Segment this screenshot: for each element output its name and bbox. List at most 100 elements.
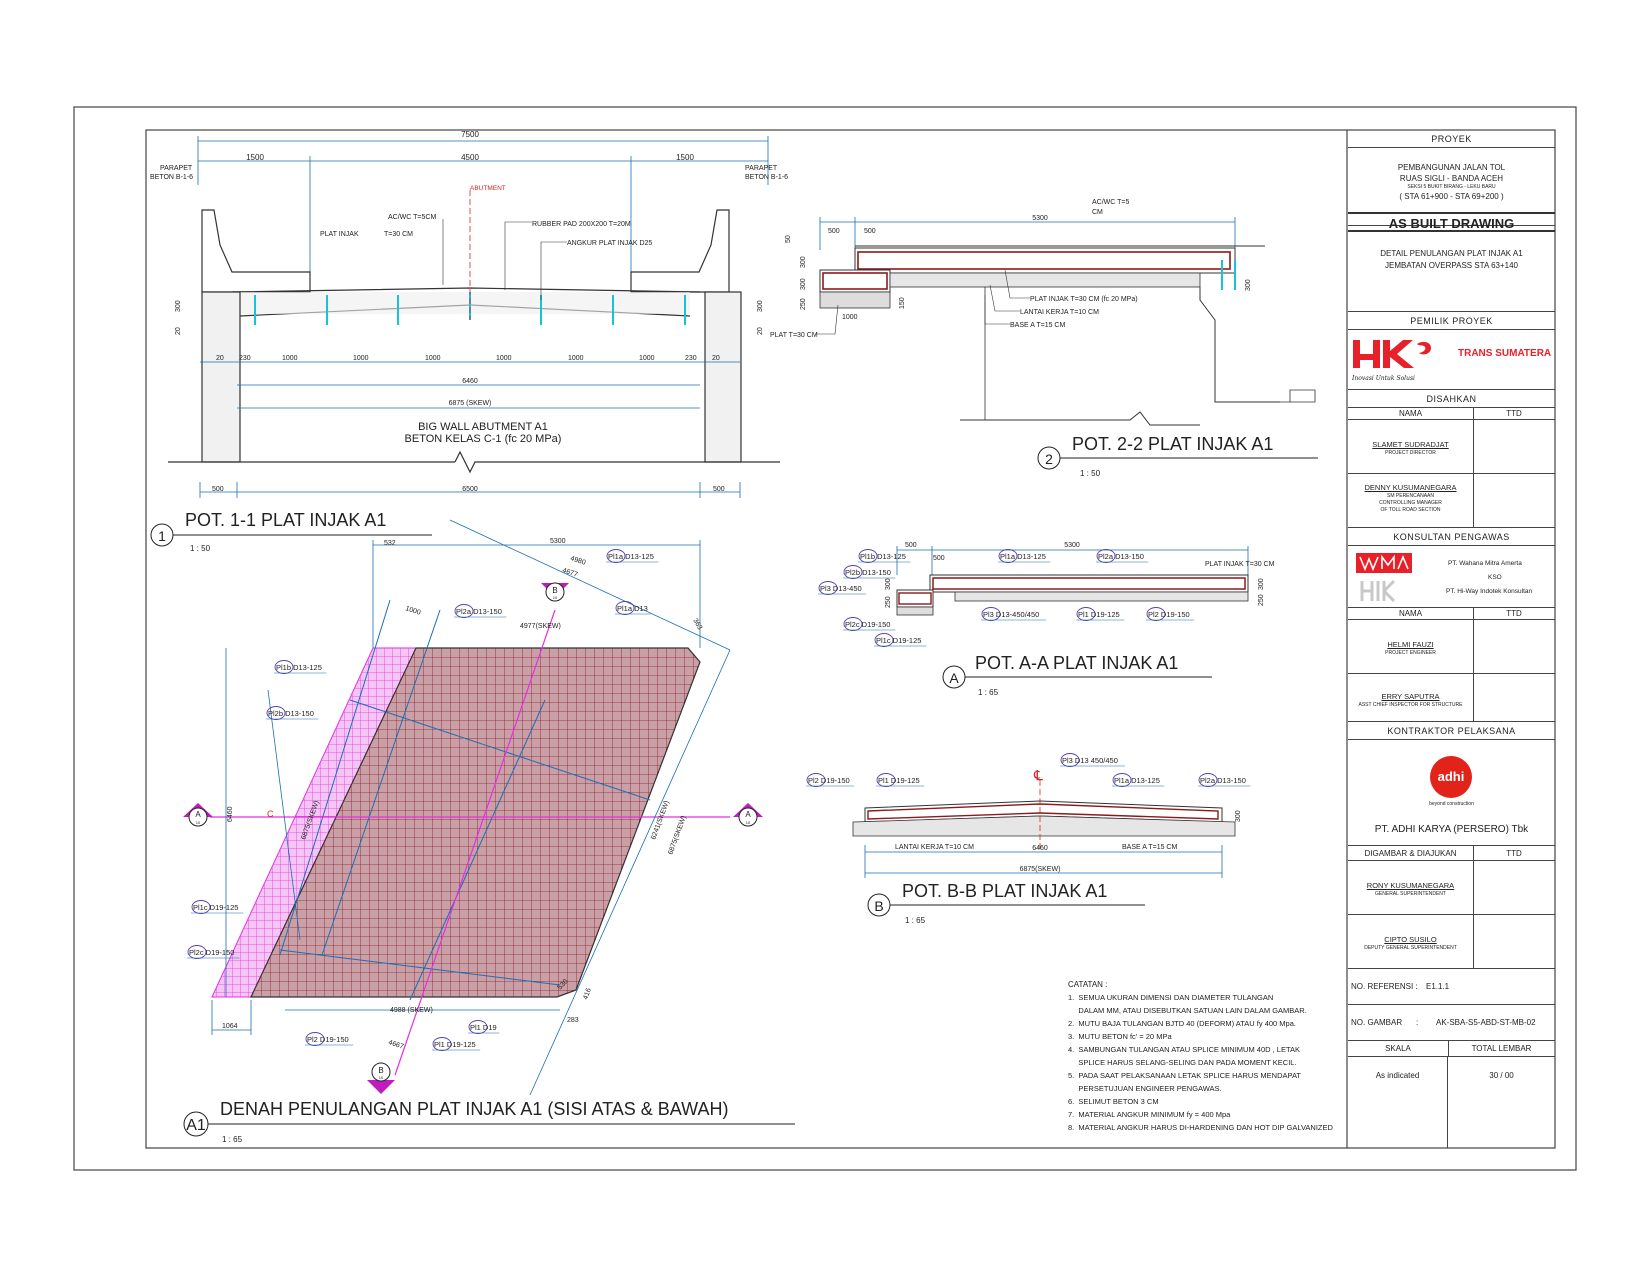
pot22-d5300: 5300 [1032,215,1048,222]
pot11-title: POT. 1-1 PLAT INJAK A1 [185,510,386,530]
pot11-big-wall: BIG WALL ABUTMENT A1 [418,421,548,433]
pot22-d300c: 300 [1245,279,1252,291]
skala-value: As indicated [1348,1057,1448,1148]
pot22-scale: 1 : 50 [1080,469,1101,478]
denah-d4980: 4980 [569,555,586,567]
potaa-title: POT. A-A PLAT INJAK A1 [975,653,1178,673]
signatory-5: RONY KUSUMANEGARA GENERAL SUPERINTENDENT [1348,861,1555,915]
adhi-name: PT. ADHI KARYA (PERSERO) Tbk [1374,824,1529,835]
pot11-d20b: 20 [712,355,720,362]
svg-text:Pl1 D19-125: Pl1 D19-125 [878,776,920,785]
wma-logo [1356,553,1412,603]
signatory-4: ERRY SAPUTRA ASST CHIEF INSPECTOR FOR ST… [1348,674,1555,722]
pot11-d500-left: 500 [212,486,224,493]
pot22-d300b: 300 [800,278,807,290]
pot22-d250: 250 [800,298,807,310]
title-block: PROYEK PEMBANGUNAN JALAN TOL RUAS SIGLI … [1348,130,1555,1148]
kontraktor-header: KONTRAKTOR PELAKSANA [1348,722,1555,740]
pot11-abutment-label: ABUTMENT [470,185,506,192]
proyek-info: PEMBANGUNAN JALAN TOL RUAS SIGLI - BANDA… [1348,148,1555,226]
svg-text:Pl2 D19-150: Pl2 D19-150 [808,776,850,785]
total-label: TOTAL LEMBAR [1471,1044,1532,1053]
ref-value: E1.1.1 [1426,982,1450,991]
sign2-name: DENNY KUSUMANEGARA [1364,483,1457,492]
rebar-callout: Pl2a D13-150 [1198,773,1251,787]
sign6-role: DEPUTY GENERAL SUPERINTENDENT [1364,945,1457,951]
svg-text:Pl1b D13-125: Pl1b D13-125 [276,663,322,672]
proyek-line4: ( STA 61+900 - STA 69+200 ) [1399,192,1504,201]
svg-text:Pl2 D19-150: Pl2 D19-150 [307,1035,349,1044]
sign3-role: PROJECT ENGINEER [1385,650,1436,656]
pot-a-a-section: 500 500 5300 PLAT INJAK T=30 CM 300 250 … [885,542,1275,697]
rebar-callout: Pl1 D19-125 [876,773,925,787]
svg-text:Pl2a D13-150: Pl2a D13-150 [1098,552,1144,561]
section-b-top-sub: 10 [553,595,558,600]
section-b-top-label: B [552,586,557,595]
ttd-label-2: TTD [1506,609,1522,618]
disahkan-nama-ttd: NAMA TTD [1348,408,1555,420]
svg-text:Pl3 D13-450/450: Pl3 D13-450/450 [983,610,1039,619]
pemilik-logos: Inovasi Untuk Solusi TRANS SUMATERA [1348,330,1555,390]
note-line: 4. SAMBUNGAN TULANGAN ATAU SPLICE MINIMU… [1068,1045,1300,1054]
denah-d4677: 4677 [561,567,578,579]
pot22-d50: 50 [785,235,792,243]
pot11-rubber-pad: RUBBER PAD 200X200 T=20M [532,221,631,228]
konsultan-nama-ttd: NAMA TTD [1348,608,1555,620]
potaa-d5300: 5300 [1064,542,1080,549]
pot11-d20-left: 20 [175,327,182,335]
rebar-callout: Pl1a D13-125 [998,549,1051,563]
svg-text:Pl1 D19-125: Pl1 D19-125 [434,1040,476,1049]
rebar-callout: Pl2c D19-150 [187,945,240,959]
sign1-role: PROJECT DIRECTOR [1385,450,1436,456]
pot11-t30: T=30 CM [384,231,413,238]
svg-text:Pl1 D19-125: Pl1 D19-125 [1078,610,1120,619]
adhi-logo: adhi [1430,756,1472,798]
hk-logo [1353,340,1431,368]
rebar-callout: Pl1a D13 [615,601,651,615]
konsultan-header: KONSULTAN PENGAWAS [1348,528,1555,546]
digambar-label: DIGAMBAR & DIAJUKAN [1348,846,1474,861]
hk-tagline: Inovasi Untuk Solusi [1352,375,1415,382]
potaa-d250b: 250 [885,596,892,608]
section-a-right-label: A [745,810,751,819]
ref-label: NO. REFERENSI : [1351,982,1418,991]
rebar-callout: Pl1c D19-125 [874,633,927,647]
rebar-callout: Pl2 D19-150 [1146,607,1195,621]
pot11-d500-right: 500 [713,486,725,493]
pot22-d300a: 300 [800,256,807,268]
detail-line2: JEMBATAN OVERPASS STA 63+140 [1384,261,1518,270]
referensi-row: NO. REFERENSI : E1.1.1 [1348,969,1555,1005]
denah-d416: 416 [582,987,593,1000]
pot22-acwc: AC/WC T=5 [1092,199,1130,206]
rebar-callout: Pl2a D13-150 [454,604,507,618]
section-a-right-sub: 10 [746,820,751,825]
kons-line3: PT. Hi-Way Indotek Konsultan [1446,588,1533,595]
pot11-d300-left: 300 [175,300,182,312]
section-marker-b-bottom: B 10 [367,1062,395,1094]
skala-value-row: As indicated 30 / 00 [1348,1057,1555,1148]
proyek-line3: SEKSI 5 BUKIT BIRANG - LEKU BARU [1407,184,1496,190]
pot22-lantai-kerja: LANTAI KERJA T=10 CM [1020,309,1099,316]
pot11-parapet-left: PARAPET [160,165,193,172]
svg-text:Pl2b D13-150: Pl2b D13-150 [845,568,891,577]
rebar-callout: Pl2a D13-150 [1096,549,1149,563]
inner-border [145,129,1556,1149]
svg-text:Pl3 D13-450: Pl3 D13-450 [820,584,862,593]
note-line: SPLICE HARUS SELANG-SELING DAN PADA MOME… [1068,1058,1297,1067]
pot11-d230a: 230 [239,355,251,362]
rebar-callout: Pl1b D13-125 [274,660,327,674]
denah-centerline: C [267,809,274,819]
notes-block: CATATAN : 1. SEMUA UKURAN DIMENSI DAN DI… [1068,980,1333,1132]
pot-1-1-section: 7500 1500 4500 1500 PARAPET BETON B-1-6 … [150,130,788,553]
pot11-dim-mid: 4500 [461,153,479,162]
note-line: 2. MUTU BAJA TULANGAN BJTD 40 (DEFORM) A… [1068,1019,1296,1028]
pot11-dim-total: 7500 [461,130,479,139]
potbb-d6875: 6875(SKEW) [1020,866,1061,873]
rebar-callout: Pl2b D13-150 [843,565,896,579]
pot11-plat-injak: PLAT INJAK [320,231,359,238]
potbb-title-num: B [874,898,883,914]
svg-text:Pl2a D13-150: Pl2a D13-150 [456,607,502,616]
pot11-d1000-5: 1000 [568,355,584,362]
potaa-scale: 1 : 65 [978,688,999,697]
pot11-d6500: 6500 [462,486,478,493]
